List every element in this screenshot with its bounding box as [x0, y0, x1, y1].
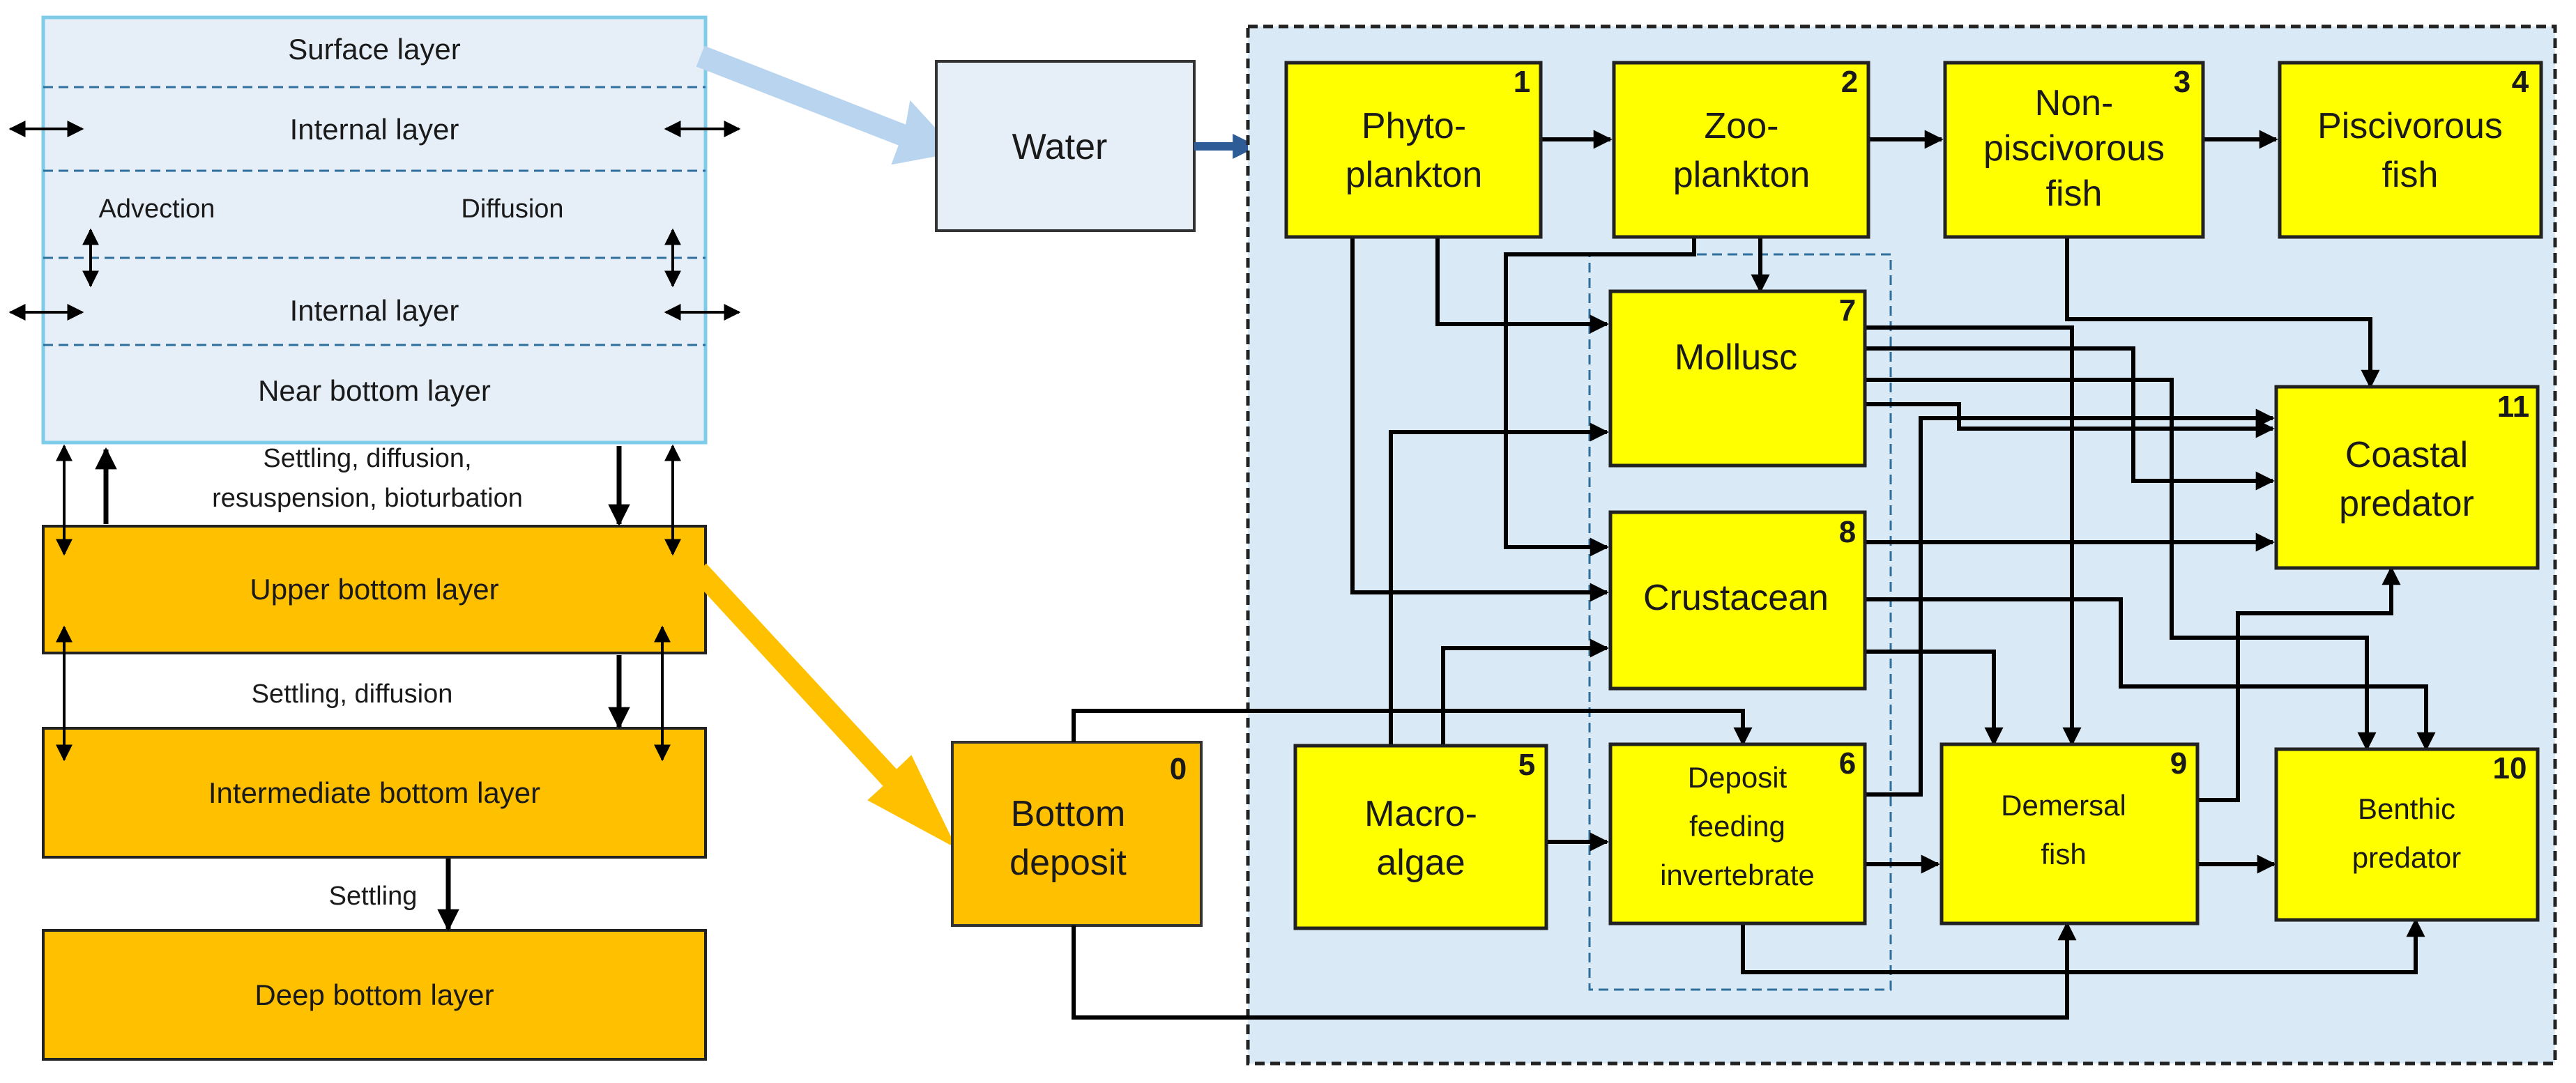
settling-diffusion-label: Settling, diffusion: [252, 679, 453, 709]
diffusion-label: Diffusion: [461, 194, 563, 224]
node-4-box: [2278, 61, 2543, 239]
arrow-mollusc-coastal: [1865, 402, 2275, 438]
water-column: Surface layer Internal layer Advection D…: [8, 15, 741, 445]
sediment-connector-arrow: [692, 563, 957, 849]
node-5-box: [1293, 744, 1548, 930]
arrow-algae-crustacean: [1441, 638, 1609, 746]
node-2-label-2: plankton: [1673, 155, 1811, 195]
arrow-phyto-crustacean: [1350, 237, 1609, 602]
advection-label: Advection: [99, 194, 215, 224]
internal-layer-1-label: Internal layer: [290, 113, 459, 146]
arrow-mollusc-benthic: [1865, 378, 2377, 751]
benthic-invertebrate-group: [1588, 253, 1892, 991]
node-6-label-1: Deposit: [1688, 761, 1788, 794]
arrow-nonpisc-coastal: [2065, 237, 2380, 389]
node-1-number: 1: [1514, 65, 1530, 99]
arrow-mollusc-coastal-2: [1865, 346, 2275, 491]
arrow-deposit-coastal: [1865, 408, 2275, 797]
node-9-box: [1939, 742, 2200, 925]
node-10-label-1: Benthic: [2358, 792, 2455, 825]
water-compartment-label: Water: [1012, 127, 1108, 167]
arrow-algae-mollusc: [1389, 422, 1609, 746]
node-8-number: 8: [1839, 515, 1856, 549]
arrow-mollusc-demersal: [1865, 325, 2082, 746]
upper-bottom-layer-box: [42, 525, 707, 654]
intermediate-bottom-layer-label: Intermediate bottom layer: [208, 776, 540, 809]
water-layer-dividers: [43, 86, 706, 346]
arrow-deposit-benthic: [1741, 918, 2425, 974]
node-11-number: 11: [2497, 390, 2530, 424]
node-6-number: 6: [1839, 746, 1856, 781]
node-2-box: [1612, 61, 1870, 239]
bottom-deposit-box: [951, 741, 1203, 927]
trophic-arrows: [1072, 130, 2436, 1020]
node-4-number: 4: [2512, 65, 2529, 99]
node-7-box: [1608, 289, 1867, 468]
arrow-demersal-coastal: [2197, 566, 2401, 802]
water-connector-arrow: [696, 45, 958, 165]
node-6-label-3: invertebrate: [1660, 859, 1815, 891]
node-1-label-2: plankton: [1346, 155, 1483, 195]
settling-label: Settling: [329, 882, 418, 911]
surface-layer-label: Surface layer: [288, 33, 460, 66]
node-3-box: [1943, 61, 2205, 239]
node-11-box: [2274, 385, 2540, 570]
bottom-deposit-number: 0: [1170, 752, 1187, 786]
sediment-column: Upper bottom layer Intermediate bottom l…: [42, 444, 707, 1061]
node-9-number: 9: [2170, 746, 2187, 781]
node-9-label-2: fish: [2041, 838, 2086, 870]
water-compartment-box: [935, 60, 1196, 232]
node-4-label-1: Piscivorous: [2317, 106, 2503, 146]
node-8-label-1: Crustacean: [1643, 578, 1829, 618]
food-web: 1 Phyto- plankton 2 Zoo- plankton 3 Non-…: [1072, 24, 2557, 1066]
water-exchange-arrows: [8, 121, 741, 321]
node-5-label-2: algae: [1376, 843, 1465, 883]
bottom-deposit-label-1: Bottom: [1011, 794, 1126, 834]
node-7-label-1: Mollusc: [1675, 337, 1797, 378]
node-10-box: [2274, 747, 2540, 922]
intermediate-bottom-layer-box: [42, 727, 707, 859]
water-column-box: [41, 15, 708, 445]
node-6-label-2: feeding: [1689, 810, 1785, 843]
settling-resuspension-label-1: Settling, diffusion,: [263, 444, 471, 473]
node-8-box: [1608, 510, 1867, 691]
node-3-label-2: piscivorous: [1983, 128, 2165, 169]
internal-layer-2-label: Internal layer: [290, 294, 459, 327]
node-5-label-1: Macro-: [1364, 794, 1477, 834]
arrow-phyto-mollusc: [1435, 237, 1609, 334]
node-11-label-2: predator: [2339, 484, 2474, 524]
arrow-crustacean-demersal: [1865, 650, 2004, 746]
deep-bottom-layer-box: [42, 929, 707, 1061]
arrow-crustacean-benthic: [1865, 597, 2436, 751]
node-3-label-3: fish: [2046, 174, 2103, 214]
node-3-number: 3: [2174, 65, 2190, 99]
node-9-label-1: Demersal: [2001, 789, 2126, 822]
node-1-box: [1284, 61, 1543, 239]
sediment-exchange-arrows: [56, 444, 681, 932]
node-10-label-2: predator: [2352, 841, 2461, 874]
node-5-number: 5: [1518, 748, 1535, 782]
node-boxes: [1284, 61, 2543, 930]
node-6-box: [1608, 742, 1867, 925]
water-connector-arrow-shape: [696, 45, 958, 165]
node-2-number: 2: [1841, 65, 1858, 99]
node-7-number: 7: [1839, 293, 1856, 328]
arrow-zoo-crustacean: [1504, 237, 1696, 557]
node-4-label-2: fish: [2382, 155, 2439, 195]
node-10-number: 10: [2493, 751, 2527, 785]
node-11-label-1: Coastal: [2345, 435, 2468, 475]
node-2-label-1: Zoo-: [1705, 106, 1779, 146]
node-1-label-1: Phyto-: [1362, 106, 1466, 146]
sediment-connector-arrow-shape: [692, 563, 957, 849]
upper-bottom-layer-label: Upper bottom layer: [250, 573, 498, 606]
node-3-label-1: Non-: [2035, 83, 2114, 123]
settling-resuspension-label-2: resuspension, bioturbation: [212, 484, 523, 513]
near-bottom-layer-label: Near bottom layer: [258, 374, 491, 407]
deep-bottom-layer-label: Deep bottom layer: [254, 978, 494, 1011]
arrow-bottom-deposit-feeder: [1072, 709, 1753, 746]
bottom-deposit-label-2: deposit: [1009, 843, 1127, 883]
